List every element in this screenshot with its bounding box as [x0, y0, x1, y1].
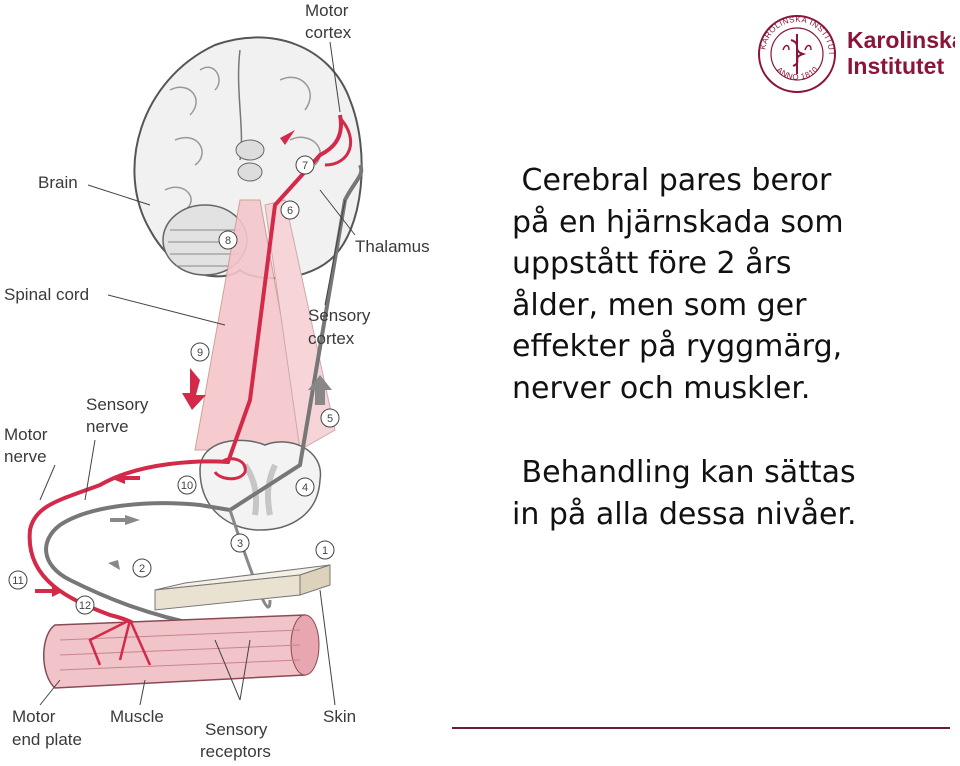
step-10: 10: [181, 480, 193, 492]
paragraph-behandling: Behandling kan sättas in på alla dessa n…: [512, 452, 952, 535]
step-2: 2: [139, 563, 145, 575]
step-4: 4: [302, 482, 308, 494]
paragraph1-line-6: nerver och muskler.: [512, 370, 811, 406]
muscle-illustration: [43, 614, 320, 689]
step-3: 3: [237, 538, 243, 550]
arrow-2: [108, 560, 120, 570]
skin-illustration: [154, 564, 331, 611]
step-11: 11: [12, 575, 23, 587]
logo-karolinska: Karolinska: [847, 27, 955, 53]
svg-text:KAROLINSKA INSTITUTET: KAROLINSKA INSTITUTET: [755, 10, 836, 56]
motor-pathway-loop: [213, 457, 247, 481]
step-1: 1: [322, 545, 328, 557]
arrow-5: [308, 375, 332, 405]
motor-pathway: [27, 114, 343, 637]
arrow-11: [35, 585, 62, 597]
step-5: 5: [327, 413, 333, 425]
sensory-pathway: [44, 164, 364, 627]
paragraph-cerebral-pares: Cerebral pares beror på en hjärnskada so…: [512, 160, 952, 409]
paragraph2-line-1: Behandling kan sättas: [512, 455, 856, 490]
step-9: 9: [197, 347, 203, 359]
footer-divider: [452, 727, 950, 729]
paragraph1-line-1: Cerebral pares beror: [512, 163, 832, 198]
step-6: 6: [287, 205, 293, 217]
label-spinal-cord: Spinal cord: [4, 285, 89, 304]
step-12: 12: [79, 600, 91, 612]
label-skin: Skin: [323, 707, 356, 726]
label-brain: Brain: [38, 173, 78, 192]
seal-icon: KAROLINSKA INSTITUTET ANNO 1810: [755, 10, 836, 93]
step-7: 7: [302, 160, 308, 172]
leader-lines: [39, 41, 356, 706]
logo-institutet: Institutet: [847, 53, 944, 79]
arrow-10: [110, 472, 140, 484]
brain-illustration: [133, 36, 363, 280]
arrow-9: [182, 368, 206, 410]
paragraph1-line-3: uppstått före 2 års: [512, 246, 792, 281]
arrow-red-top: [280, 130, 295, 145]
karolinska-logo: KAROLINSKA INSTITUTET ANNO 1810 Karolins…: [755, 10, 955, 93]
arrow-sensory: [110, 515, 140, 525]
paragraph2-line-2: in på alla dessa nivåer.: [512, 496, 857, 532]
step-8: 8: [225, 235, 231, 247]
paragraph1-line-5: effekter på ryggmärg,: [512, 329, 843, 364]
step-markers: 1 2 3 4 5 6 7 8 9 10 11 12: [8, 155, 340, 615]
paragraph1-line-4: ålder, men som ger: [512, 287, 807, 323]
label-muscle: Muscle: [110, 707, 164, 726]
label-thalamus: Thalamus: [355, 237, 430, 256]
paragraph1-line-2: på en hjärnskada som: [512, 204, 844, 240]
